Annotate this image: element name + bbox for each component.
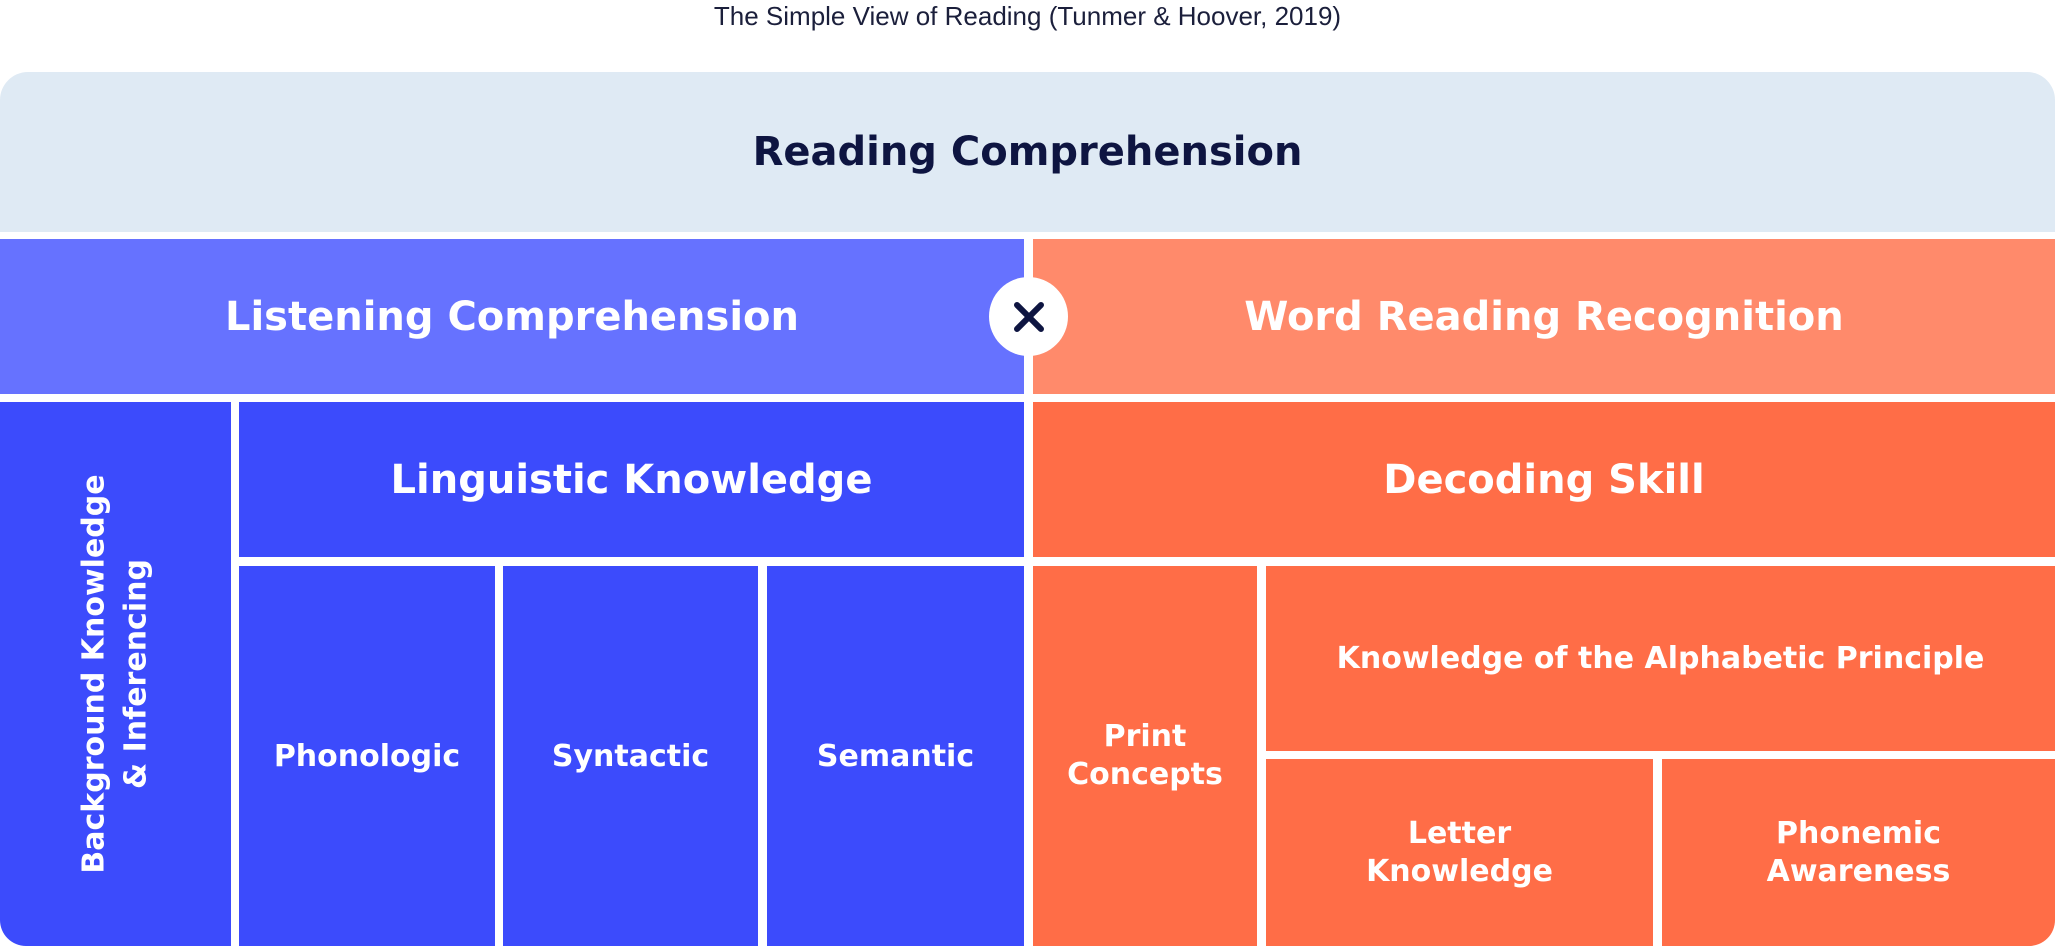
word-reading-recognition-box: Word Reading Recognition	[1033, 239, 2055, 394]
print-concepts-box: Print Concepts	[1033, 566, 1257, 946]
semantic-label: Semantic	[816, 738, 975, 774]
print-concepts-label: Print Concepts	[1067, 719, 1223, 792]
word-reading-recognition-label: Word Reading Recognition	[1244, 293, 1844, 340]
decoding-skill-label: Decoding Skill	[1383, 456, 1705, 503]
phonologic-label: Phonologic	[273, 738, 461, 774]
phonemic-awareness-label: Phonemic Awareness	[1766, 815, 1951, 889]
letter-knowledge-label: Letter Knowledge	[1366, 815, 1553, 889]
listening-comprehension-box: Listening Comprehension	[0, 239, 1024, 394]
alphabetic-principle-label: Knowledge of the Alphabetic Principle	[1336, 641, 1985, 676]
syntactic-box: Syntactic	[503, 566, 758, 946]
multiply-icon	[989, 277, 1068, 356]
phonemic-awareness-box: Phonemic Awareness	[1662, 759, 2055, 946]
background-knowledge-box: Background Knowledge & Inferencing	[0, 402, 231, 946]
decoding-skill-box: Decoding Skill	[1033, 402, 2055, 557]
phonologic-box: Phonologic	[239, 566, 495, 946]
alphabetic-principle-box: Knowledge of the Alphabetic Principle	[1266, 566, 2055, 751]
semantic-box: Semantic	[767, 566, 1024, 946]
reading-comprehension-box: Reading Comprehension	[0, 72, 2055, 232]
multiply-glyph	[1013, 301, 1044, 332]
linguistic-knowledge-box: Linguistic Knowledge	[239, 402, 1024, 557]
syntactic-label: Syntactic	[551, 738, 710, 774]
reading-comprehension-label: Reading Comprehension	[752, 129, 1303, 175]
diagram-caption: The Simple View of Reading (Tunmer & Hoo…	[713, 1, 1342, 31]
listening-comprehension-label: Listening Comprehension	[224, 293, 800, 340]
background-knowledge-label: Background Knowledge & Inferencing	[76, 474, 154, 874]
linguistic-knowledge-label: Linguistic Knowledge	[390, 456, 873, 503]
letter-knowledge-box: Letter Knowledge	[1266, 759, 1653, 946]
